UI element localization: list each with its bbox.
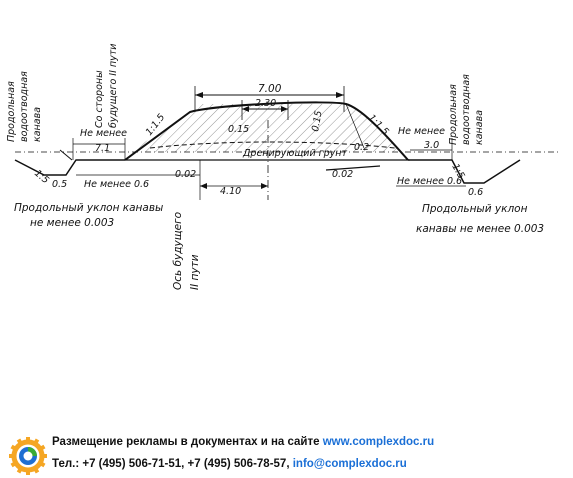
right-slope-note: Продольный уклон канавы не менее 0.003 <box>416 203 544 235</box>
svg-text:Продольный уклон: Продольный уклон <box>422 203 528 215</box>
svg-text:Продольная: Продольная <box>448 84 459 145</box>
top-width-label: 7.00 <box>258 83 282 95</box>
crown-left-label: 0.15 <box>228 124 249 135</box>
svg-text:канава: канава <box>474 110 485 145</box>
future-track-top-label: Со стороны будущего II пути <box>94 44 119 128</box>
complexdoc-logo-icon <box>9 437 47 475</box>
svg-text:II пути: II пути <box>189 254 201 290</box>
right-min-top: Не менее <box>398 126 445 137</box>
svg-text:Продольный уклон канавы: Продольный уклон канавы <box>14 202 163 214</box>
right-grade: 0.02 <box>332 169 353 180</box>
ballast-label: Дренирующий грунт <box>242 148 348 159</box>
embankment-cross-section: 7.00 2.30 0.15 0.15 Дренирующий грунт 0.… <box>6 44 560 290</box>
ad-placement-text: Размещение рекламы в документах и на сай… <box>52 436 323 448</box>
left-dim-top: 7.1 <box>95 143 110 154</box>
left-ditch-label: Продольная водоотводная канава <box>6 71 43 142</box>
svg-text:Ось будущего: Ось будущего <box>172 212 184 290</box>
left-min-top: Не менее <box>80 128 127 139</box>
email-link[interactable]: info@complexdoc.ru <box>292 458 407 470</box>
svg-text:Продольная: Продольная <box>6 81 17 142</box>
svg-text:Со стороны: Со стороны <box>94 70 105 128</box>
ballast-thickness: 0.2 <box>354 142 369 153</box>
svg-text:водоотводная: водоотводная <box>19 71 30 142</box>
ballast-layer <box>130 104 400 152</box>
right-min-bottom: Не менее 0.6 <box>397 176 462 187</box>
right-dim-top: 3.0 <box>424 140 439 151</box>
svg-text:канавы не менее 0.003: канавы не менее 0.003 <box>416 223 544 235</box>
inner-width-label: 2.30 <box>255 98 276 109</box>
embankment-outline <box>124 101 409 161</box>
left-bottom-width: 0.5 <box>52 179 67 190</box>
svg-text:водоотводная: водоотводная <box>461 74 472 145</box>
left-slope-note: Продольный уклон канавы не менее 0.003 <box>14 202 163 229</box>
ad-footer: Размещение рекламы в документах и на сай… <box>0 428 573 478</box>
right-ditch <box>408 159 521 184</box>
ad-line-contacts: Тел.: +7 (495) 506-71-51, +7 (495) 506-7… <box>52 458 407 470</box>
center-dim-label: 4.10 <box>220 186 241 197</box>
svg-text:канава: канава <box>32 107 43 142</box>
left-ditch-lip <box>59 149 73 161</box>
ballast-contour <box>149 141 396 149</box>
right-bottom-width: 0.6 <box>468 187 483 198</box>
left-min-bottom: Не менее 0.6 <box>84 179 149 190</box>
svg-text:будущего II пути: будущего II пути <box>108 44 119 128</box>
left-grade: 0.02 <box>175 169 196 180</box>
future-track-axis-label: Ось будущего II пути <box>172 212 201 290</box>
ad-line-placement: Размещение рекламы в документах и на сай… <box>52 436 434 448</box>
left-ditch <box>14 159 125 176</box>
svg-text:не менее 0.003: не менее 0.003 <box>30 217 114 229</box>
ad-phone-text: Тел.: +7 (495) 506-71-51, +7 (495) 506-7… <box>52 458 293 470</box>
right-ditch-label: Продольная водоотводная канава <box>448 74 485 145</box>
site-link[interactable]: www.complexdoc.ru <box>322 436 435 448</box>
crown-right-label: 0.15 <box>310 110 325 133</box>
